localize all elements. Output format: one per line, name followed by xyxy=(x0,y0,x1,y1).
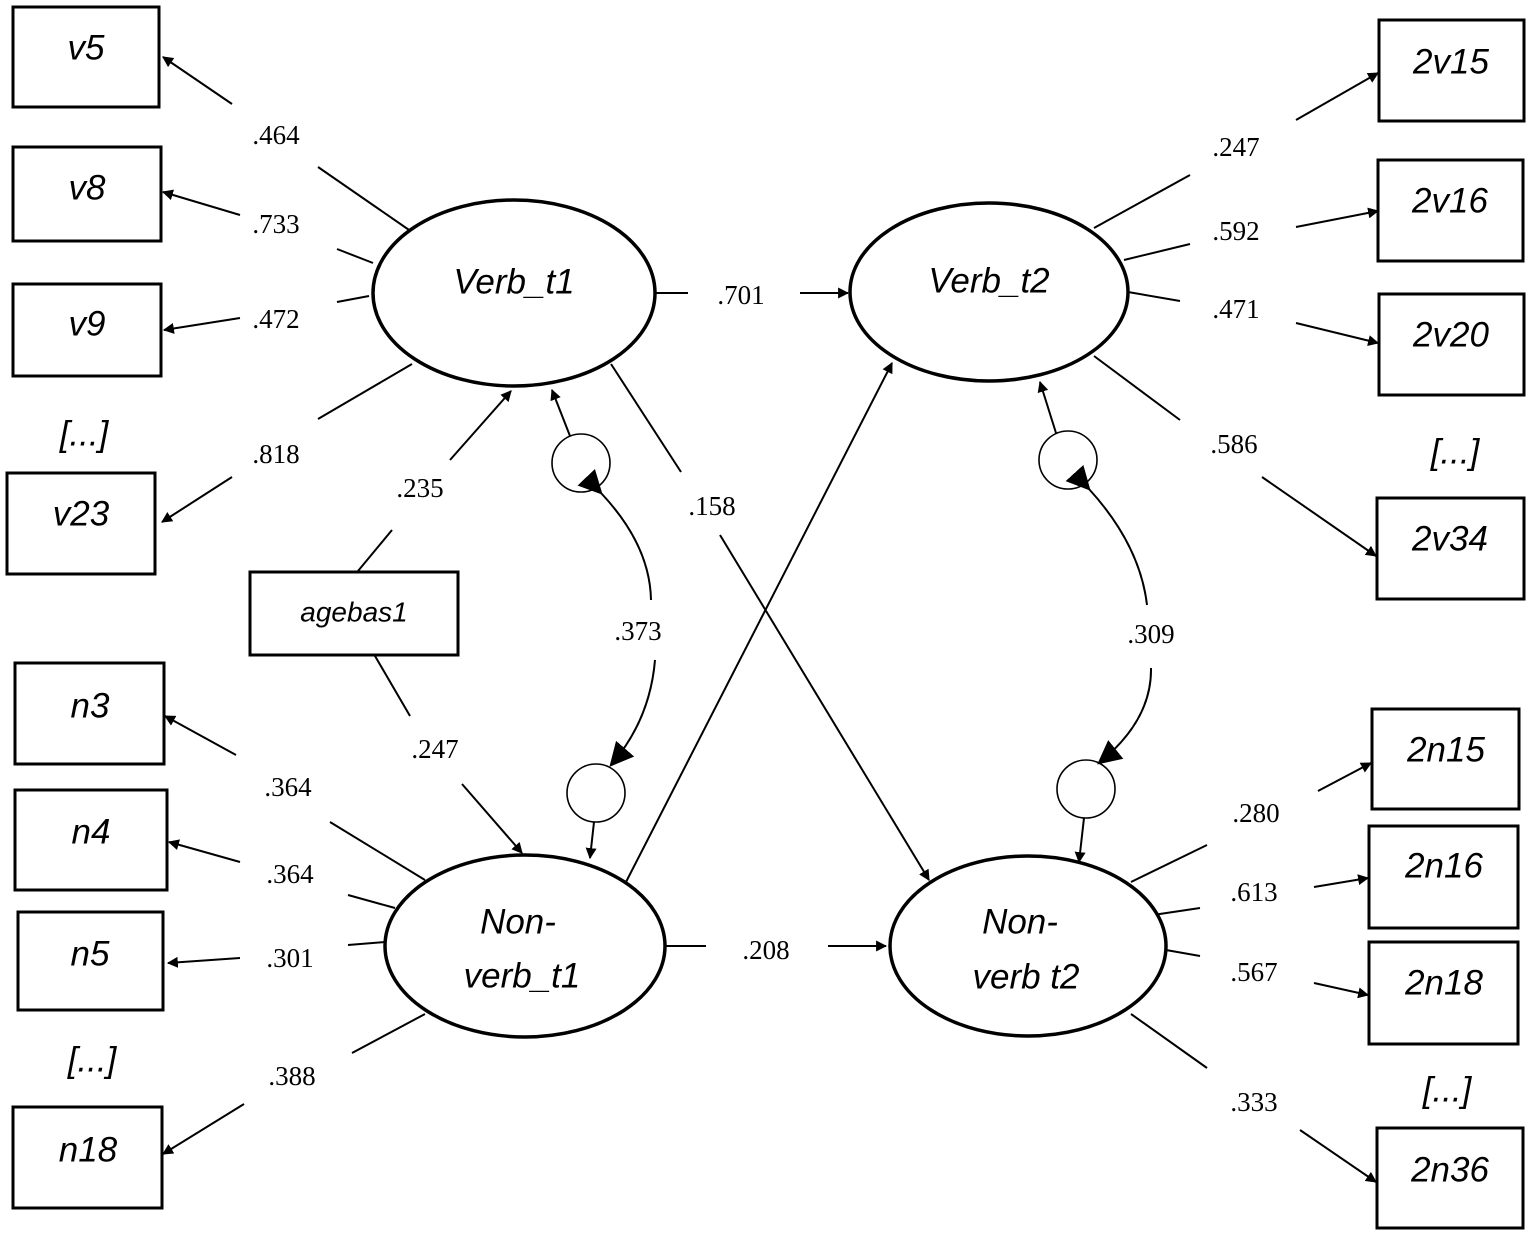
svg-text:2n16: 2n16 xyxy=(1404,847,1483,886)
svg-text:2n15: 2n15 xyxy=(1406,731,1485,770)
svg-text:verb t2: verb t2 xyxy=(973,958,1080,997)
loading-label-n3: .364 xyxy=(264,772,312,802)
path-label-agebas1-verb-t1: .235 xyxy=(396,473,443,503)
ellipsis-nonverb-t1: [...] xyxy=(67,1041,118,1080)
covariance-label-t2: .309 xyxy=(1127,619,1174,649)
indicator-n4: n4 xyxy=(13,788,169,892)
loading-label-2v20: .471 xyxy=(1212,294,1259,324)
svg-text:agebas1: agebas1 xyxy=(300,597,407,628)
path-label-verb-t1-nonverb-t2: .158 xyxy=(688,491,735,521)
residual-nonverb-t1 xyxy=(566,763,626,860)
loading-label-2v15: .247 xyxy=(1212,132,1259,162)
svg-text:Non-: Non- xyxy=(480,903,556,942)
residual-nonverb-t2 xyxy=(1056,759,1116,864)
ellipsis-nonverb-t2: [...] xyxy=(1422,1071,1473,1110)
ellipsis-verb-t1: [...] xyxy=(59,415,110,454)
loading-label-2n36: .333 xyxy=(1230,1087,1277,1117)
path-labels: .701 .208 .158 .235 .247 .373 .309 xyxy=(396,280,1174,965)
indicator-2n36: 2n36 xyxy=(1375,1126,1525,1230)
indicator-2n15: 2n15 xyxy=(1370,707,1521,811)
covariance-label-t1: .373 xyxy=(614,616,661,646)
svg-text:2v15: 2v15 xyxy=(1412,43,1489,82)
svg-text:verb_t1: verb_t1 xyxy=(464,957,581,996)
loading-labels: .464 .733 .472 .818 .364 .364 .301 .388 … xyxy=(252,120,1279,1117)
svg-text:n5: n5 xyxy=(71,935,110,974)
svg-text:Verb_t2: Verb_t2 xyxy=(928,262,1049,301)
loading-label-n18: .388 xyxy=(268,1061,315,1091)
svg-text:n4: n4 xyxy=(72,813,111,852)
svg-text:v9: v9 xyxy=(69,305,106,344)
loading-lines-verb-t1 xyxy=(161,56,413,523)
svg-text:v23: v23 xyxy=(53,495,110,534)
path-nonverb-t1-to-verb-t2 xyxy=(625,362,893,883)
indicator-v9: v9 xyxy=(11,282,163,378)
latent-verb-t2: Verb_t2 xyxy=(848,201,1130,383)
residual-verb-t1 xyxy=(550,388,611,493)
indicator-v5: v5 xyxy=(11,5,161,109)
indicator-n5: n5 xyxy=(16,910,165,1012)
latent-verb-t1: Verb_t1 xyxy=(371,198,657,388)
indicator-n18: n18 xyxy=(11,1105,164,1210)
indicator-2v15: 2v15 xyxy=(1377,18,1526,123)
loading-label-2n16: .613 xyxy=(1230,877,1277,907)
path-agebas1-to-verb-t1 xyxy=(357,390,512,572)
covariance-t1 xyxy=(577,469,656,767)
loading-label-n4: .364 xyxy=(266,859,314,889)
loading-lines-nonverb-t1 xyxy=(162,715,426,1155)
svg-text:n3: n3 xyxy=(71,687,110,726)
indicator-2v20: 2v20 xyxy=(1377,292,1526,397)
indicator-2v34: 2v34 xyxy=(1375,496,1526,601)
ellipsis-verb-t2: [...] xyxy=(1430,433,1481,472)
svg-text:2v20: 2v20 xyxy=(1412,316,1489,355)
loading-label-v5: .464 xyxy=(252,120,300,150)
indicator-2v16: 2v16 xyxy=(1376,158,1525,263)
svg-text:2v34: 2v34 xyxy=(1411,520,1488,559)
svg-text:n18: n18 xyxy=(59,1131,118,1170)
loading-lines-nonverb-t2 xyxy=(1130,762,1377,1183)
loading-label-v23: .818 xyxy=(252,439,299,469)
svg-text:2n36: 2n36 xyxy=(1410,1151,1489,1190)
indicator-2n18: 2n18 xyxy=(1367,940,1520,1046)
loading-label-2n15: .280 xyxy=(1232,798,1279,828)
loading-label-2n18: .567 xyxy=(1230,957,1277,987)
latent-nonverb-t2: Non- verb t2 xyxy=(888,854,1168,1038)
covariance-t2 xyxy=(1065,464,1153,765)
indicator-2n16: 2n16 xyxy=(1367,824,1520,930)
loading-label-2v16: .592 xyxy=(1212,216,1259,246)
path-label-verb-t1-verb-t2: .701 xyxy=(717,280,764,310)
path-agebas1-to-nonverb-t1 xyxy=(374,655,523,854)
loading-label-n5: .301 xyxy=(266,943,313,973)
path-label-nonverb-t1-nonverb-t2: .208 xyxy=(742,935,789,965)
svg-text:v5: v5 xyxy=(68,29,106,68)
indicator-n3: n3 xyxy=(13,661,166,766)
svg-text:2n18: 2n18 xyxy=(1404,964,1483,1003)
path-verb-t1-to-nonverb-t2 xyxy=(610,363,930,881)
loading-label-2v34: .586 xyxy=(1210,429,1257,459)
svg-text:2v16: 2v16 xyxy=(1411,182,1488,221)
svg-text:Verb_t1: Verb_t1 xyxy=(453,263,574,302)
svg-text:v8: v8 xyxy=(69,169,107,208)
latent-nonverb-t1: Non- verb_t1 xyxy=(383,853,667,1039)
svg-text:Non-: Non- xyxy=(982,903,1058,942)
indicator-v8: v8 xyxy=(11,145,163,243)
indicator-v23: v23 xyxy=(5,471,157,576)
loading-label-v8: .733 xyxy=(252,209,299,239)
loading-lines-verb-t2 xyxy=(1093,72,1380,557)
residual-verb-t2 xyxy=(1037,380,1098,490)
path-label-agebas1-nonverb-t1: .247 xyxy=(411,734,458,764)
loading-label-v9: .472 xyxy=(252,304,299,334)
covariate-agebas1: agebas1 xyxy=(248,570,460,657)
